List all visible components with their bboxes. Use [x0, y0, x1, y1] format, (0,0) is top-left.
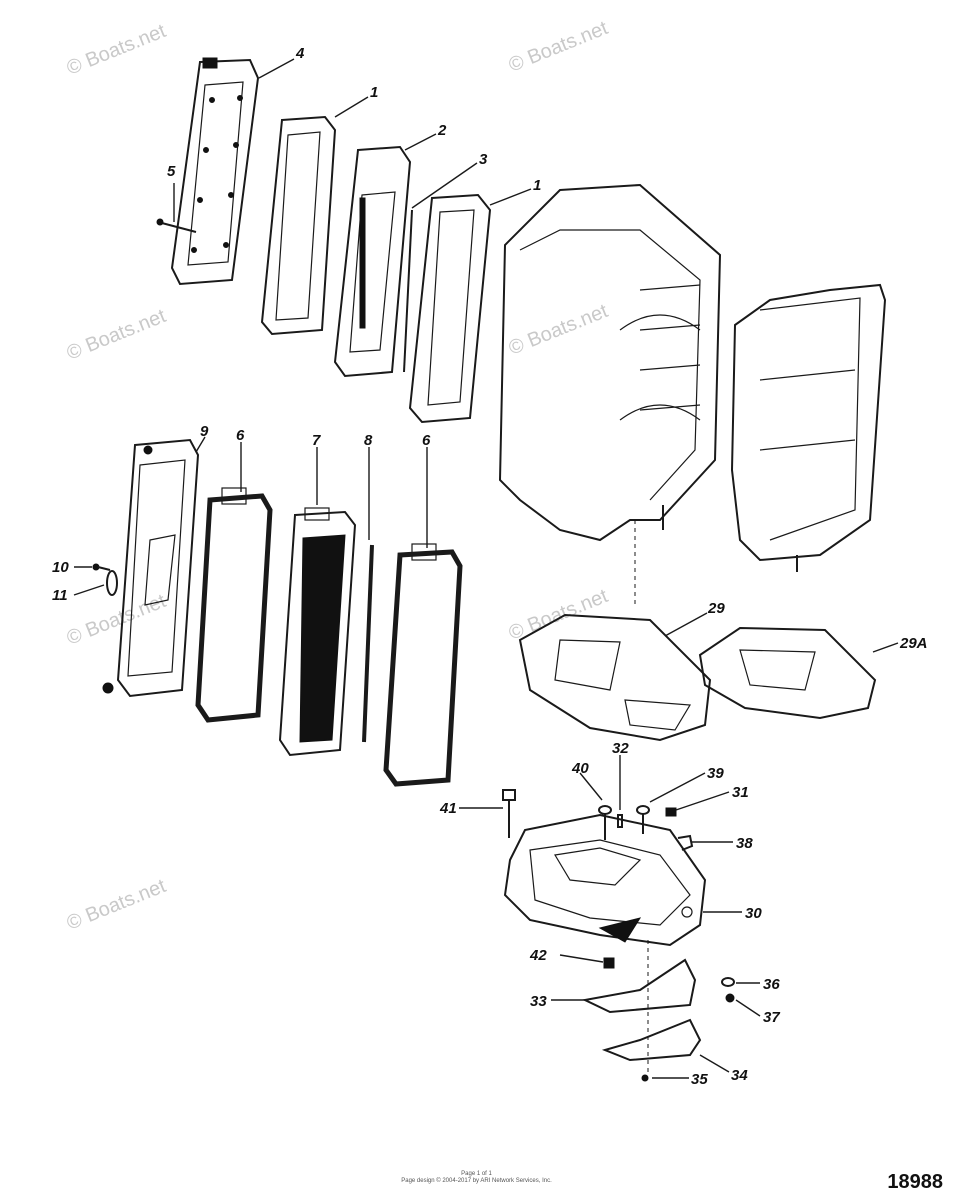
callout-2: 2 — [437, 122, 447, 139]
callout-4: 4 — [295, 45, 305, 62]
callout-6: 6 — [236, 427, 245, 444]
callout-36: 36 — [763, 976, 780, 993]
callout-38: 38 — [736, 835, 753, 852]
part-4-transfer-cover — [170, 57, 260, 286]
callout-1: 1 — [370, 84, 378, 101]
callout-6: 6 — [422, 432, 431, 449]
part-36-washer — [721, 977, 735, 987]
callout-7: 7 — [312, 432, 321, 449]
watermark: © Boats.net — [64, 20, 170, 80]
watermark: © Boats.net — [64, 875, 170, 935]
part-39-screw — [636, 805, 650, 834]
cylinder-block — [498, 183, 722, 605]
callout-35: 35 — [691, 1071, 708, 1088]
part-38-elbow — [677, 834, 694, 851]
part-34-clamp — [601, 1018, 702, 1062]
callout-37: 37 — [763, 1009, 780, 1026]
callouts: 4 1 2 3 1 5 9 6 7 8 6 10 11 29 29A 41 40… — [52, 45, 928, 1088]
footer-copyright: Page design © 2004-2017 by ARI Network S… — [401, 1178, 552, 1184]
footer-page-count: Page 1 of 1 — [461, 1171, 492, 1177]
callout-1: 1 — [533, 177, 541, 194]
watermark: © Boats.net — [506, 17, 612, 77]
callout-5: 5 — [167, 163, 176, 180]
callout-31: 31 — [732, 784, 749, 801]
part-31-fitting — [665, 807, 677, 817]
callout-42: 42 — [529, 947, 547, 964]
watermarks: © Boats.net © Boats.net © Boats.net © Bo… — [64, 17, 612, 935]
callout-33: 33 — [530, 993, 547, 1010]
callout-34: 34 — [731, 1067, 748, 1084]
diagram-number: 18988 — [887, 1171, 943, 1193]
callout-39: 39 — [707, 765, 724, 782]
watermark: © Boats.net — [64, 590, 170, 650]
callout-11: 11 — [52, 587, 68, 604]
part-3-seal-strip — [403, 209, 413, 373]
part-1-gasket-upper — [260, 115, 337, 336]
part-6-exhaust-gasket-left — [195, 487, 273, 723]
part-32-pin — [617, 814, 623, 828]
part-41-screw — [502, 789, 516, 838]
callout-10: 10 — [52, 559, 69, 576]
callout-9: 9 — [200, 423, 209, 440]
part-30-end-cap — [503, 813, 707, 947]
part-40-screw — [598, 805, 612, 840]
part-9-exhaust-cover — [102, 438, 200, 698]
part-5-screw — [156, 218, 197, 233]
callout-29a: 29A — [899, 635, 928, 652]
part-37-nut — [725, 993, 735, 1003]
part-35-screw — [641, 1074, 649, 1082]
watermark: © Boats.net — [64, 305, 170, 365]
leader-lines — [73, 58, 899, 1079]
callout-40: 40 — [571, 760, 589, 777]
callout-41: 41 — [439, 800, 457, 817]
callout-32: 32 — [612, 740, 629, 757]
part-11-washer — [106, 570, 118, 596]
callout-8: 8 — [364, 432, 373, 449]
part-42-plug — [603, 957, 615, 969]
part-1-gasket-lower — [408, 193, 492, 424]
callout-30: 30 — [745, 905, 762, 922]
part-2-divider-plate — [333, 145, 412, 378]
watermark: © Boats.net — [506, 585, 612, 645]
watermark: © Boats.net — [506, 300, 612, 360]
callout-3: 3 — [479, 151, 488, 168]
part-7-divider-plate — [278, 507, 357, 757]
part-6-exhaust-gasket-right — [383, 543, 463, 787]
part-8-seal-strip — [362, 544, 374, 743]
part-29a-gasket — [698, 626, 877, 720]
part-10-screw — [92, 563, 111, 571]
callout-29: 29 — [707, 600, 725, 617]
crankcase-cover — [730, 283, 887, 572]
part-29-gasket — [518, 613, 712, 742]
footer: Page 1 of 1 Page design © 2004-2017 by A… — [0, 1171, 953, 1185]
part-33-clamp — [581, 958, 697, 1014]
